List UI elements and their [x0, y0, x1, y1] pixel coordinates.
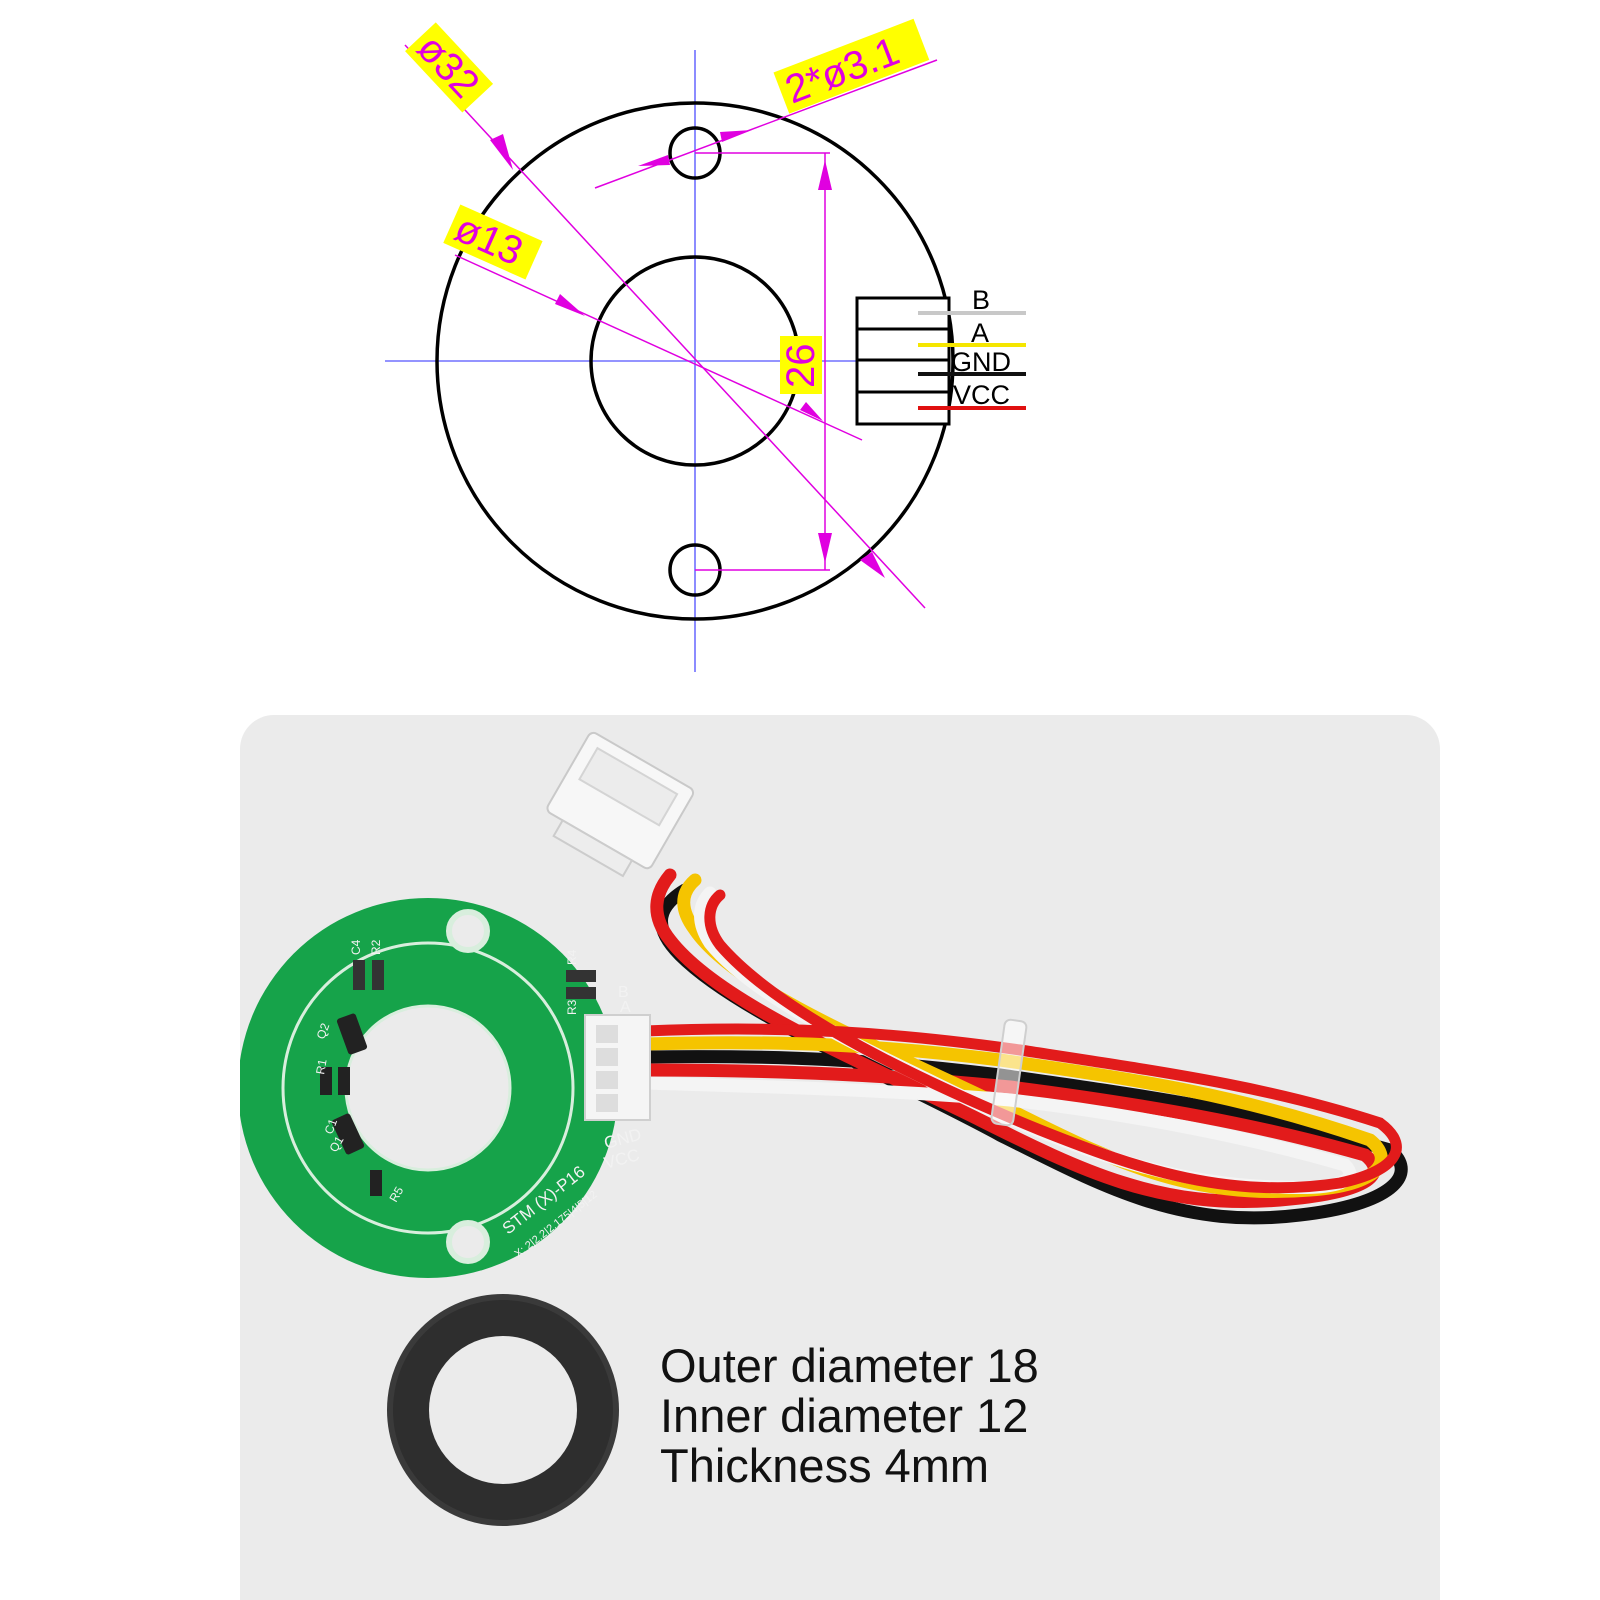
pcb-ref-r1: R1 — [313, 1058, 330, 1076]
pcb-mount-hole-bottom — [446, 1220, 490, 1264]
pcb-ref-c4: C4 — [349, 939, 363, 955]
cable-bundle — [638, 868, 1408, 1225]
svg-text:B: B — [972, 285, 990, 315]
product-illustration: B A GND VCC STM (X)-P16 X: 2|2.2|2.175|4… — [240, 731, 1408, 1526]
pcb-mount-hole-top — [446, 909, 490, 953]
dimension-arrows — [490, 130, 885, 578]
cable-tie — [990, 1018, 1028, 1127]
pcb-components — [320, 960, 596, 1196]
dim-label-outer: ø32 — [405, 22, 494, 113]
pcb-connector — [584, 1014, 651, 1121]
dimension-lines — [404, 44, 938, 609]
pcb-ref-q2: Q2 — [314, 1021, 333, 1041]
pcb-ref-r3: R3 — [565, 999, 579, 1015]
dim-label-inner: ø13 — [443, 204, 543, 280]
svg-text:VCC: VCC — [953, 380, 1010, 410]
dim-label-holes: 2*ø3.1 — [773, 18, 930, 114]
svg-text:GND: GND — [951, 347, 1011, 377]
pcb-pin-a: A — [620, 999, 631, 1016]
svg-text:26: 26 — [779, 344, 823, 389]
spec-outer-diameter: Outer diameter 18 — [660, 1339, 1039, 1392]
spec-thickness: Thickness 4mm — [660, 1439, 990, 1492]
dim-label-spacing: 26 — [779, 336, 823, 394]
connector-outline — [855, 296, 951, 426]
pin-labels: B A GND VCC — [951, 285, 1011, 410]
product-photo-panel: B A GND VCC STM (X)-P16 X: 2|2.2|2.175|4… — [240, 715, 1440, 1600]
pcb-center-hole — [346, 1006, 510, 1170]
pcb-board: B A GND VCC STM (X)-P16 X: 2|2.2|2.175|4… — [240, 898, 651, 1278]
svg-text:2*ø3.1: 2*ø3.1 — [779, 29, 905, 112]
outer-circle — [435, 101, 955, 621]
technical-drawing: ø32 ø13 2*ø3.1 26 B A GND VCC — [385, 18, 1026, 672]
magnet-ring — [387, 1294, 619, 1526]
connector-wires — [918, 311, 1026, 410]
pcb-ref-r5: R5 — [386, 1184, 406, 1205]
pcb-ref-r2: R2 — [369, 939, 383, 955]
pcb-ref-c1: C1 — [322, 1117, 341, 1137]
svg-text:A: A — [971, 318, 989, 348]
pcb-pin-b: B — [618, 984, 629, 1001]
spec-inner-diameter: Inner diameter 12 — [660, 1389, 1029, 1442]
loose-connector — [546, 731, 695, 878]
pcb-ref-r4: R4 — [565, 949, 579, 965]
